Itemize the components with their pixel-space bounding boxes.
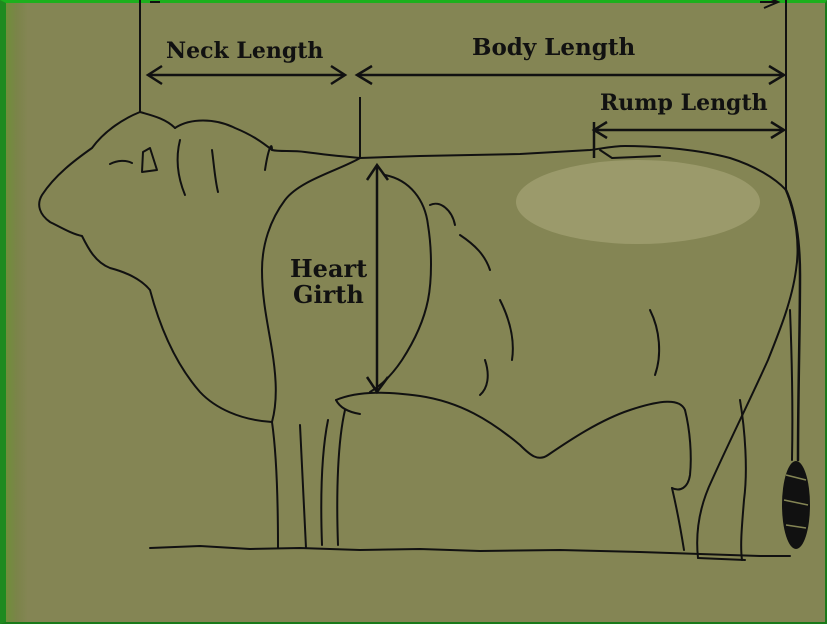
neck-length-arrow <box>148 66 345 84</box>
body-length-label: Body Length <box>472 34 635 61</box>
heart-girth-arrow <box>367 165 388 392</box>
neck-length-label: Neck Length <box>166 38 323 64</box>
heart-label: Heart <box>290 254 367 283</box>
body-length-arrow <box>357 66 784 84</box>
rump-length-arrow <box>594 122 784 158</box>
rump-length-label: Rump Length <box>600 90 768 116</box>
rump-highlight <box>516 160 760 244</box>
girth-label: Girth <box>293 280 364 309</box>
